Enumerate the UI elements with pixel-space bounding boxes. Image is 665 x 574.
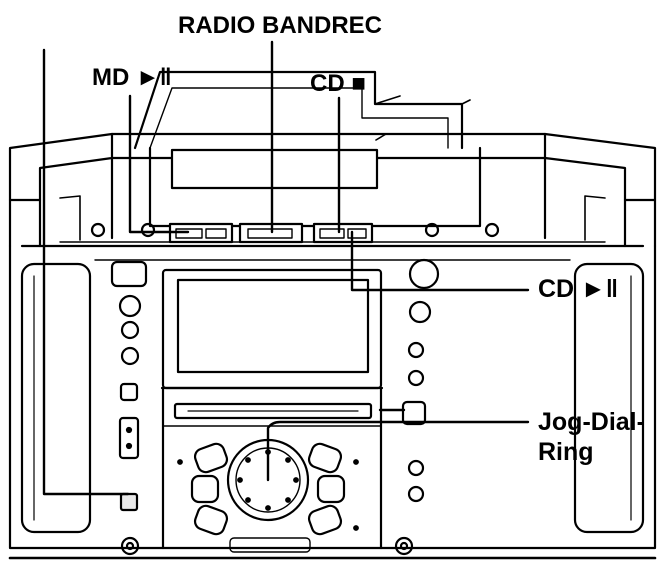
cd-lid — [133, 70, 482, 228]
leader-line-jog-dial — [266, 420, 530, 482]
label-cd-play-pause: CD ►‖ — [538, 275, 619, 303]
label-md-play-pause: MD ►‖ — [92, 64, 172, 91]
top-lid — [8, 132, 657, 248]
leader-line-md-play-pause — [128, 94, 190, 234]
label-jog-dial-line1: Jog-Dial- — [538, 408, 645, 436]
label-cd-stop: CD ■ — [310, 70, 366, 97]
display-panel — [160, 268, 384, 550]
top-control-strip — [20, 222, 645, 248]
left-controls — [110, 260, 148, 512]
label-jog-dial-line2: Ring — [538, 438, 594, 466]
label-radio-bandrec: RADIO BANDREC — [178, 12, 382, 39]
leader-lines — [42, 40, 530, 496]
feet — [120, 536, 414, 556]
jog-dial-area — [177, 438, 359, 536]
right-controls — [401, 258, 440, 503]
leader-line-cd-play-pause — [350, 230, 530, 292]
main-body — [8, 244, 657, 560]
leader-line-left — [42, 48, 130, 496]
